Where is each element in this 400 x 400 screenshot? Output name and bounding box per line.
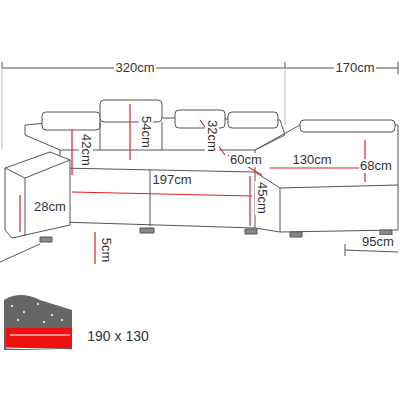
- dimension-label: 42cm: [79, 133, 93, 167]
- dimension-label: 170cm: [334, 61, 375, 75]
- dimension-label: 95cm: [361, 235, 395, 249]
- dimension-label: 45cm: [255, 181, 269, 215]
- dimension-label: 28cm: [33, 200, 67, 214]
- dimension-label: 54cm: [139, 115, 153, 149]
- dimension-label: 68cm: [359, 159, 393, 173]
- dimension-label: 197cm: [151, 173, 192, 187]
- dimension-label: 32cm: [205, 119, 219, 153]
- bed-icon: [4, 295, 78, 350]
- dimension-label: 190 x 130: [86, 329, 150, 343]
- dimension-label: 320cm: [114, 61, 155, 75]
- dimension-label: 60cm: [229, 153, 263, 167]
- dimension-label: 130cm: [291, 153, 332, 167]
- dimension-label: 5cm: [99, 237, 113, 264]
